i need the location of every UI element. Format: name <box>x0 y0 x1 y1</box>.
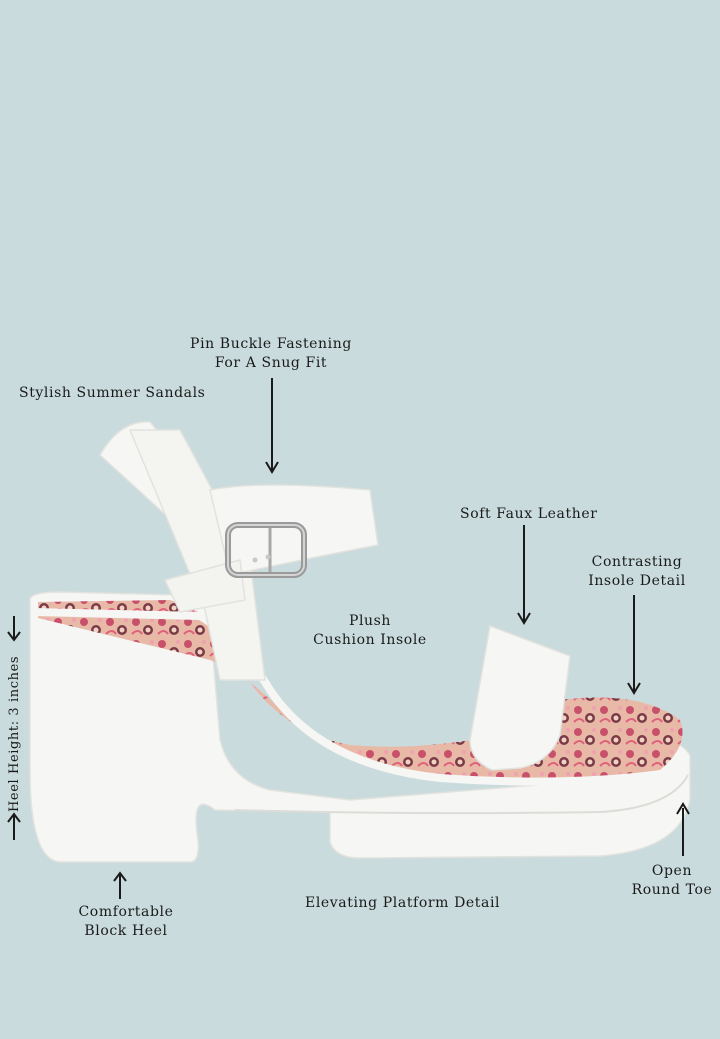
open-round-toe-label: Open Round Toe <box>626 862 718 900</box>
contrasting-insole-label: Contrasting Insole Detail <box>582 553 692 591</box>
plush-cushion-label: Plush Cushion Insole <box>308 612 432 650</box>
elevating-platform-label: Elevating Platform Detail <box>305 895 501 911</box>
block-heel-label-line2: Block Heel <box>84 923 168 939</box>
ankle-strap-front <box>209 484 379 576</box>
strap-hole <box>265 554 271 560</box>
plush-cushion-label-line2: Cushion Insole <box>313 632 427 648</box>
buckle-icon <box>225 522 307 578</box>
arrow-down-icon <box>7 616 21 642</box>
contrasting-insole-label-line1: Contrasting <box>591 554 683 570</box>
arrow-up-icon <box>676 802 690 856</box>
pin-buckle-label-line1: Pin Buckle Fastening <box>190 336 352 352</box>
contrasting-insole-label-line2: Insole Detail <box>588 573 686 589</box>
arrow-down-icon <box>265 378 279 474</box>
soft-faux-leather-label: Soft Faux Leather <box>460 506 598 522</box>
block-heel-label-line1: Comfortable <box>78 904 174 920</box>
block-heel-label: Comfortable Block Heel <box>66 903 186 941</box>
pin-buckle-label-line2: For A Snug Fit <box>214 355 328 371</box>
stylish-summer-sandals-label: Stylish Summer Sandals <box>19 385 206 401</box>
open-round-toe-label-line1: Open <box>651 863 693 879</box>
arrow-up-icon <box>113 871 127 899</box>
vamp-strap <box>469 624 571 771</box>
pin-buckle-label: Pin Buckle Fastening For A Snug Fit <box>186 335 356 373</box>
strap-tail <box>163 559 246 613</box>
plush-cushion-label-line1: Plush <box>348 613 392 629</box>
strap-hole <box>252 557 258 563</box>
arrow-down-icon <box>517 525 531 625</box>
arrow-up-icon <box>7 812 21 840</box>
heel-counter <box>128 429 266 681</box>
open-round-toe-label-line2: Round Toe <box>631 882 713 898</box>
platform-seam <box>234 774 689 815</box>
arrow-down-icon <box>627 595 641 695</box>
heel-height-label: Heel Height: 3 inches <box>7 655 22 812</box>
